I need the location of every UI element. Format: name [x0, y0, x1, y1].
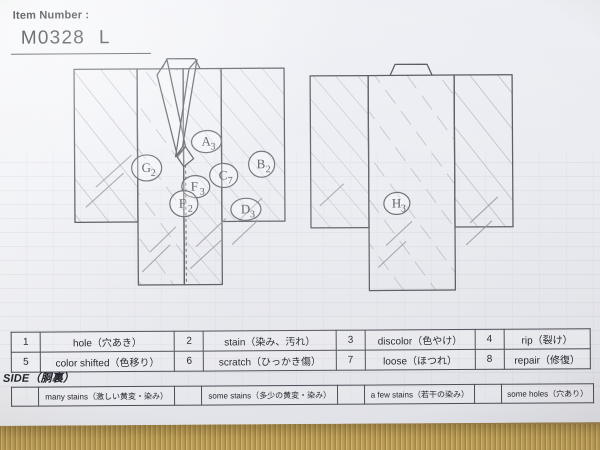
legend-code-3: 3 [335, 330, 366, 351]
legend-code-7: 7 [336, 350, 366, 371]
defect-marker-digit: 3 [200, 187, 205, 198]
defect-marker-digit: 7 [228, 175, 233, 186]
legend-label-7: loose（ほつれ） [365, 349, 476, 371]
side-condition-checkbox-4[interactable] [474, 384, 502, 404]
defect-marker-letter: B [257, 156, 266, 171]
defect-marker-letter: C [219, 167, 228, 182]
legend-label-4: rip（裂け） [503, 328, 591, 350]
side-section-title: SIDE（胴裏） [2, 372, 75, 385]
legend-code-1: 1 [11, 332, 41, 353]
defect-marker-letter: F [191, 179, 198, 194]
legend-label-8: repair（修復） [503, 348, 591, 370]
legend-label-2: stain（染み、汚れ） [203, 330, 337, 352]
defect-marker-digit: 3 [401, 203, 406, 214]
defect-marker-digit: 2 [151, 168, 156, 179]
legend-code-4: 4 [474, 329, 504, 350]
legend-label-3: discolor（色やけ） [364, 329, 475, 351]
tatami-mat-background [0, 424, 600, 450]
legend-label-1: hole（穴あき） [40, 331, 175, 353]
kimono-back-view [309, 63, 514, 292]
side-condition-checkbox-3[interactable] [337, 385, 365, 405]
defect-marker-letter: H [392, 195, 401, 210]
legend-code-6: 6 [174, 351, 204, 372]
side-condition-row: many stains（激しい黄変・染み） some stains（多少の黄変・染… [11, 383, 594, 407]
kimono-front-view [73, 58, 286, 286]
defect-marker-letter: G [142, 160, 151, 175]
side-condition-cell-4: some holes（穴あり） [501, 383, 594, 404]
legend-label-6: scratch（ひっかき傷） [203, 350, 337, 372]
item-number-label: Item Number : [12, 9, 90, 22]
side-condition-checkbox-1[interactable] [11, 387, 39, 407]
defect-marker-letter: A [201, 134, 211, 149]
side-condition-cell-1: many stains（激しい黄変・染み） [38, 386, 175, 407]
side-condition-cell-2: some stains（多少の黄変・染み） [201, 385, 338, 406]
defect-marker-digit: 2 [266, 164, 271, 175]
defect-marker-digit: 3 [210, 142, 215, 153]
side-condition-cell-3: a few stains（若干の染み） [364, 384, 475, 405]
legend-code-2: 2 [174, 331, 204, 352]
side-condition-table: many stains（激しい黄変・染み） some stains（多少の黄変・染… [11, 383, 594, 407]
defect-marker-digit: 2 [188, 204, 193, 215]
defect-marker-digit: 3 [250, 209, 255, 220]
side-condition-checkbox-2[interactable] [174, 386, 202, 406]
item-number-code: M0328 [20, 27, 86, 49]
item-size: L [98, 27, 111, 49]
defect-marker-letter: D [241, 201, 250, 216]
legend-code-8: 8 [474, 349, 505, 370]
defect-marker-letter: F [179, 196, 186, 211]
